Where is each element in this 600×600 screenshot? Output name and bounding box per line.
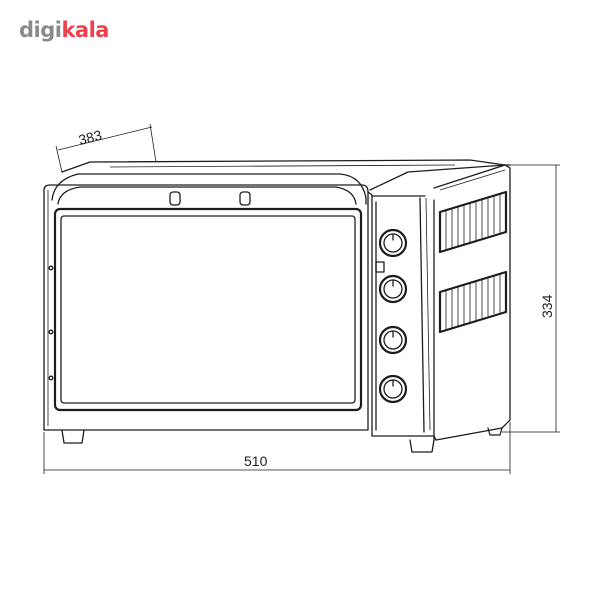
temperature-knob[interactable] [378,228,408,258]
oven-side-panel [433,164,511,441]
timer-knob[interactable] [378,374,408,404]
feet [61,427,503,453]
logo-part-digi: digi [19,18,62,42]
depth-dimension: 383 [55,123,157,173]
upper-vent [438,190,508,254]
mode-knob[interactable] [378,325,408,355]
height-dimension: 334 [502,164,560,433]
height-label: 334 [539,294,555,318]
door-window [53,207,363,412]
control-panel [367,191,437,441]
depth-label: 383 [77,127,104,148]
lower-vent [438,270,508,334]
width-dimension: 510 [43,422,511,474]
width-label: 510 [244,453,268,469]
oven-front-body [43,184,369,431]
logo-part-kala: kala [61,18,109,42]
function-knob[interactable] [378,274,408,304]
top-handle [51,173,367,206]
digikala-logo: digikala [19,20,109,41]
